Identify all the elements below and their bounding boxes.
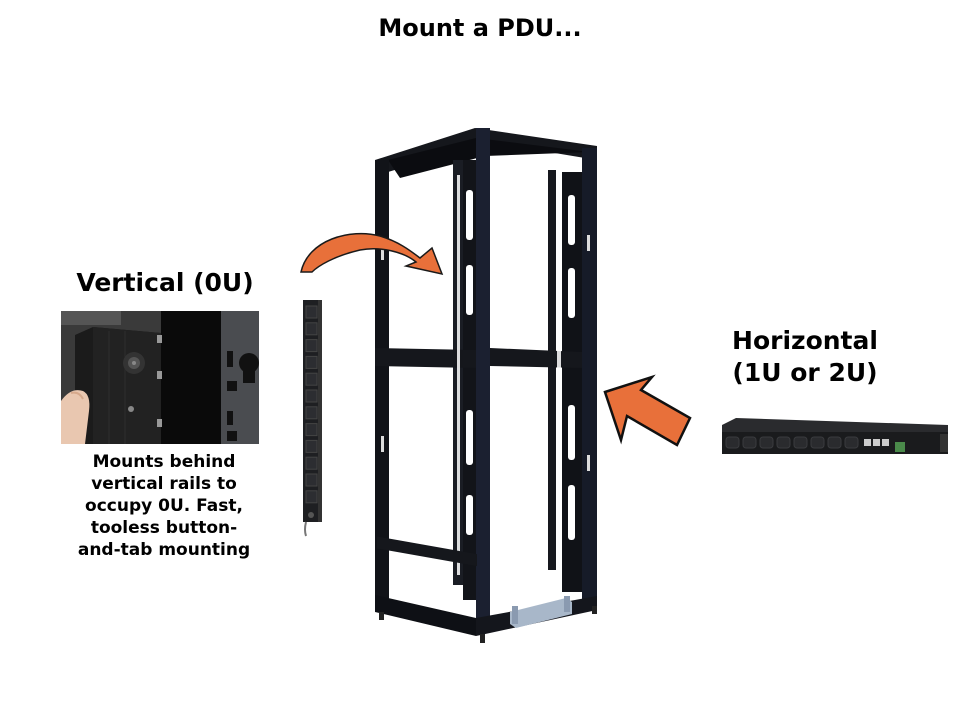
- horizontal-pdu-image: [722, 418, 948, 454]
- outlet: [305, 423, 318, 437]
- vertical-heading: Vertical (0U): [76, 268, 254, 297]
- outlet: [305, 389, 318, 403]
- outlet: [305, 322, 318, 336]
- straight-arrow-icon: [603, 374, 692, 447]
- open-frame-rack-image: [375, 128, 597, 643]
- description-line: tooless button-: [90, 518, 238, 538]
- outlet: [305, 305, 318, 319]
- horizontal-heading-line: Horizontal: [732, 326, 878, 355]
- vertical-pdu-strip-image: [303, 300, 322, 537]
- slide-title: Mount a PDU...: [378, 14, 582, 42]
- outlet: [776, 436, 791, 449]
- outlet: [305, 406, 318, 420]
- description-line: occupy 0U. Fast,: [85, 496, 243, 516]
- outlet: [305, 439, 318, 453]
- outlet: [305, 355, 318, 369]
- horizontal-heading: Horizontal (1U or 2U): [700, 325, 910, 389]
- outlet: [305, 473, 318, 487]
- outlet: [742, 436, 757, 449]
- description-line: Mounts behind: [92, 452, 236, 472]
- vertical-description: Mounts behind vertical rails to occupy 0…: [52, 451, 276, 561]
- curved-arrow-icon: [300, 232, 444, 276]
- description-line: vertical rails to: [91, 474, 237, 494]
- outlet: [305, 456, 318, 470]
- outlet: [844, 436, 859, 449]
- outlet: [793, 436, 808, 449]
- outlet: [725, 436, 740, 449]
- outlet: [305, 339, 318, 353]
- outlet: [305, 490, 318, 504]
- horizontal-heading-line: (1U or 2U): [732, 358, 878, 387]
- outlet: [810, 436, 825, 449]
- outlet: [827, 436, 842, 449]
- vertical-pdu-closeup-photo: [61, 311, 259, 444]
- outlet: [305, 372, 318, 386]
- outlet: [759, 436, 774, 449]
- description-line: and-tab mounting: [77, 540, 251, 560]
